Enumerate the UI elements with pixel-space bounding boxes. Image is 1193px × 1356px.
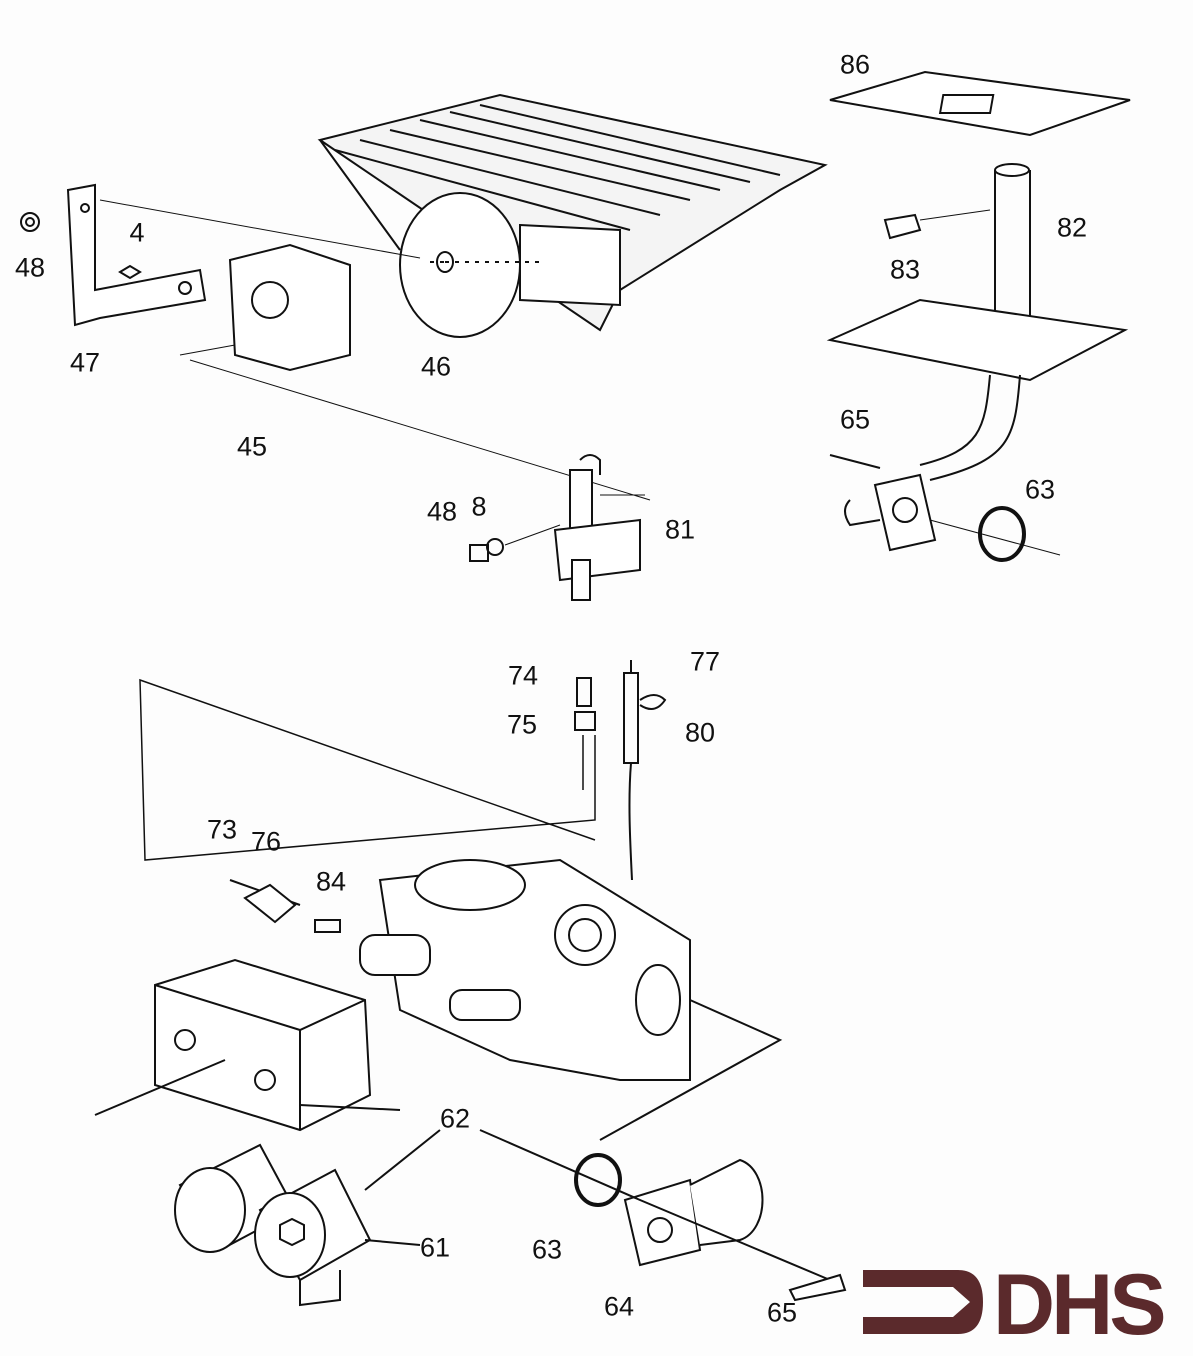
label-76: 76 <box>250 826 282 857</box>
label-82: 82 <box>1056 212 1088 243</box>
label-84: 84 <box>315 866 347 897</box>
label-8: 8 <box>471 491 487 522</box>
inlet-flange-64 <box>479 1129 847 1302</box>
label-47: 47 <box>69 347 101 378</box>
label-74: 74 <box>507 660 539 691</box>
burner-dome-46 <box>399 192 540 338</box>
label-83: 83 <box>889 254 921 285</box>
label-62: 62 <box>439 1103 471 1134</box>
dhs-logo: DHS <box>858 1257 1188 1353</box>
solenoid-coils-61 <box>174 1129 441 1307</box>
label-65: 65 <box>766 1297 798 1328</box>
label-48: 48 <box>14 252 46 283</box>
label-65: 65 <box>839 404 871 435</box>
label-48: 48 <box>426 496 458 527</box>
thermocouple-leads <box>139 660 667 881</box>
label-73: 73 <box>206 814 238 845</box>
arrow-logo-icon <box>863 1270 983 1334</box>
label-45: 45 <box>236 431 268 462</box>
label-63: 63 <box>1024 474 1056 505</box>
label-61: 61 <box>419 1232 451 1263</box>
burner-fins <box>317 93 828 332</box>
label-4: 4 <box>129 217 145 248</box>
label-75: 75 <box>506 709 538 740</box>
pilot-assembly-81 <box>469 454 645 601</box>
label-86: 86 <box>839 49 871 80</box>
label-80: 80 <box>684 717 716 748</box>
label-46: 46 <box>420 351 452 382</box>
gas-valve-62 <box>229 858 783 1141</box>
label-81: 81 <box>664 514 696 545</box>
logo-text: DHS <box>993 1257 1167 1353</box>
label-63: 63 <box>531 1234 563 1265</box>
manifold-tube-82 <box>826 70 1131 562</box>
label-77: 77 <box>689 646 721 677</box>
bracket-47 <box>20 183 421 327</box>
coil-cover <box>94 958 401 1132</box>
label-64: 64 <box>603 1291 635 1322</box>
